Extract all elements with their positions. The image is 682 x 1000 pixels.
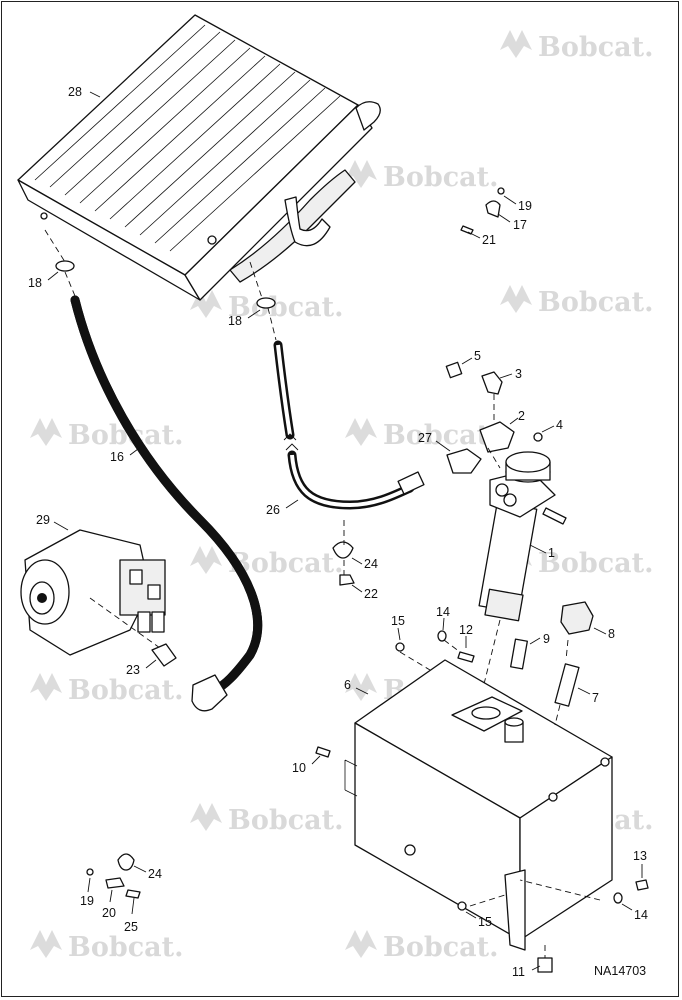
- callout-6: 6: [344, 678, 351, 692]
- hydraulic-reservoir: [344, 659, 613, 951]
- clamp-22-mid: [339, 574, 355, 586]
- fitting-5: [445, 361, 463, 379]
- dash-cap-strainer: [554, 639, 569, 726]
- callout-5: 5: [474, 349, 481, 363]
- fitting-3: [481, 371, 503, 395]
- dash-bolt-12: [399, 639, 461, 671]
- fitting-2: [479, 421, 515, 453]
- callout-8: 8: [608, 627, 615, 641]
- fitting-23: [151, 643, 177, 667]
- callout-29: 29: [36, 513, 50, 527]
- callout-15-bottom: 15: [478, 915, 492, 929]
- sight-gauge-9: [510, 638, 528, 670]
- hydraulic-pump: [20, 529, 166, 656]
- callout-19-top: 19: [518, 199, 532, 213]
- callout-13: 13: [633, 849, 647, 863]
- clamp-24-mid: [332, 541, 354, 559]
- nut-15-bottom: [457, 901, 467, 911]
- callout-14-top: 14: [436, 605, 450, 619]
- callout-10: 10: [292, 761, 306, 775]
- callout-26: 26: [266, 503, 280, 517]
- callout-4: 4: [556, 418, 563, 432]
- callout-21: 21: [482, 233, 496, 247]
- drawing-code: NA14703: [594, 964, 646, 978]
- plug-11: [537, 957, 553, 973]
- hose-fitting: [397, 471, 425, 495]
- svg-text:Bobcat.: Bobcat.: [538, 287, 654, 318]
- clamp-24-lower: [117, 853, 135, 871]
- svg-text:Bobcat.: Bobcat.: [68, 675, 184, 706]
- oil-cooler: [17, 14, 381, 301]
- dash-pump-fitting: [89, 597, 161, 649]
- nut-19-lower: [86, 868, 94, 876]
- callout-7: 7: [592, 691, 599, 705]
- callout-18-right: 18: [228, 314, 242, 328]
- callout-1: 1: [548, 546, 555, 560]
- svg-text:Bobcat.: Bobcat.: [383, 420, 499, 451]
- callout-27: 27: [418, 431, 432, 445]
- hose-clamp-18-left: [55, 260, 75, 272]
- dash-filter-tank: [479, 619, 501, 701]
- hose-26-upper-highlight: [276, 344, 292, 436]
- callout-9: 9: [543, 632, 550, 646]
- fitting-10: [315, 746, 331, 758]
- svg-text:Bobcat.: Bobcat.: [228, 805, 344, 836]
- bolt-25: [125, 889, 141, 899]
- callout-11: 11: [512, 965, 525, 979]
- hose-elbow-16: [191, 674, 228, 712]
- dash-clamp-right: [249, 261, 277, 341]
- callout-14-bottom: 14: [634, 908, 648, 922]
- callouts: 28 19 17 21 18 18 5 3 2 4 27 16 26 1 29 …: [28, 85, 648, 979]
- bolt-21: [460, 225, 474, 235]
- callout-19-lower: 19: [80, 894, 94, 908]
- dash-tank-mount: [469, 879, 601, 958]
- bracket-20: [105, 877, 125, 889]
- bolt-13: [635, 879, 649, 891]
- callout-3: 3: [515, 367, 522, 381]
- filter-assembly: [478, 451, 567, 622]
- hose-break-mark: [283, 433, 297, 441]
- callout-28: 28: [68, 85, 82, 99]
- fitting-4: [533, 432, 543, 442]
- bolt-12: [457, 651, 475, 663]
- svg-text:Bobcat.: Bobcat.: [538, 32, 654, 63]
- svg-text:Bobcat.: Bobcat.: [538, 548, 654, 579]
- callout-2: 2: [518, 409, 525, 423]
- svg-text:Bobcat.: Bobcat.: [228, 292, 344, 323]
- callout-20: 20: [102, 906, 116, 920]
- hose-26-lower-highlight: [290, 454, 411, 508]
- callout-22: 22: [364, 587, 378, 601]
- dash-2-1: [487, 447, 501, 469]
- callout-12: 12: [459, 623, 473, 637]
- svg-text:Bobcat.: Bobcat.: [68, 932, 184, 963]
- callout-25: 25: [124, 920, 138, 934]
- washer-14-bottom: [613, 892, 623, 904]
- nut-15-top: [395, 642, 405, 652]
- svg-text:Bobcat.: Bobcat.: [383, 932, 499, 963]
- callout-17: 17: [513, 218, 527, 232]
- svg-text:Bobcat.: Bobcat.: [383, 162, 499, 193]
- callout-23: 23: [126, 663, 140, 677]
- hose-break-mark-2: [285, 443, 299, 451]
- filler-cap-8: [560, 601, 594, 635]
- callout-24-mid: 24: [364, 557, 378, 571]
- clamp-17: [485, 200, 501, 218]
- callout-18-left: 18: [28, 276, 42, 290]
- callout-15-top: 15: [391, 614, 405, 628]
- fitting-27: [446, 448, 482, 474]
- nut-19-top: [497, 187, 505, 195]
- callout-24-lower: 24: [148, 867, 162, 881]
- strainer-7: [554, 663, 580, 707]
- hose-clamp-18-right: [256, 297, 276, 309]
- washer-14-top: [437, 630, 447, 642]
- callout-16: 16: [110, 450, 124, 464]
- hose-16-highlight: [70, 295, 263, 695]
- dash-clamp-left: [44, 229, 76, 297]
